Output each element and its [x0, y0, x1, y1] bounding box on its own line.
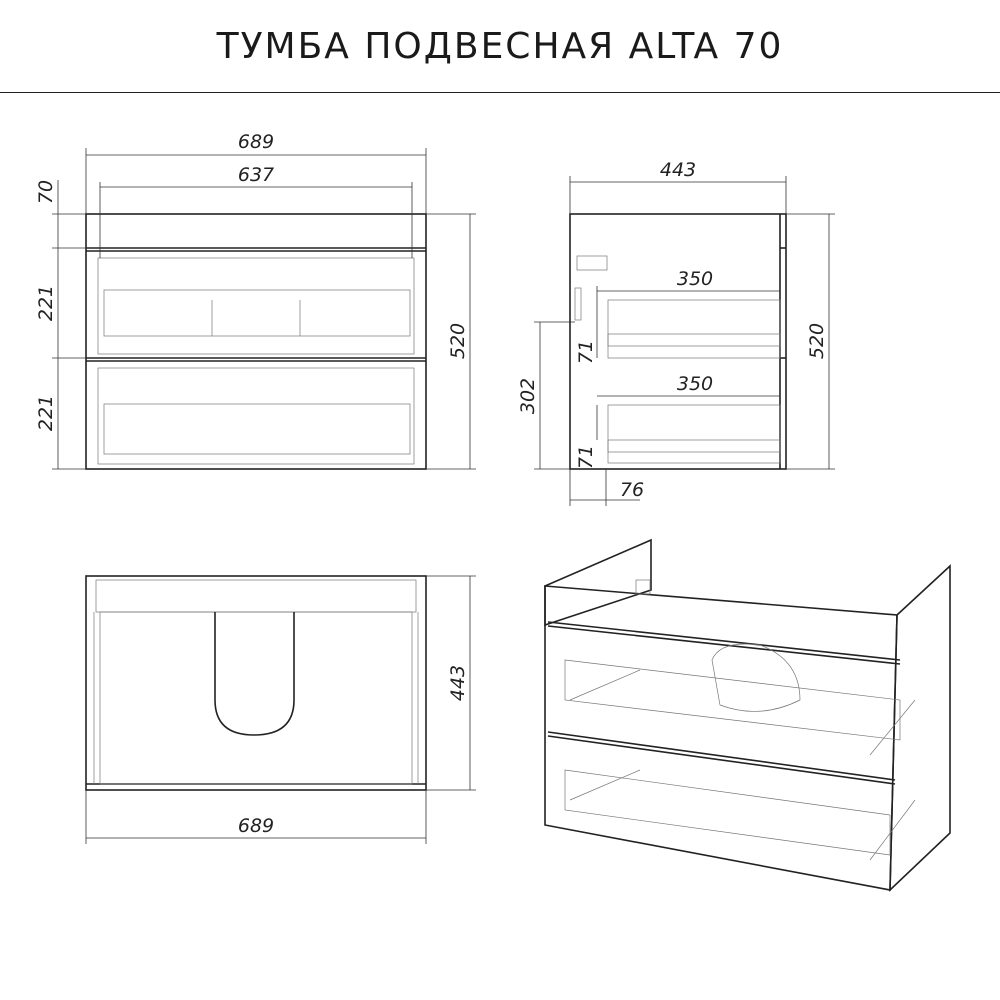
- dim-top-width: 689: [238, 815, 274, 837]
- dim-width-inner: 637: [238, 164, 274, 186]
- dim-back-offset: 76: [620, 479, 644, 501]
- page-title: ТУМБА ПОДВЕСНАЯ ALTA 70: [216, 26, 784, 67]
- top-view: 443 689: [85, 575, 476, 844]
- dim-drawer1-height: 221: [35, 285, 57, 321]
- dim-mount-height: 302: [517, 378, 539, 414]
- dim-drawer2-height: 221: [35, 395, 57, 431]
- title-divider: [0, 92, 1000, 93]
- dim-width-total: 689: [238, 131, 274, 153]
- dim-height-total: 520: [447, 323, 469, 359]
- dim-drawer2-depth: 350: [677, 373, 713, 395]
- dim-top-depth: 443: [447, 665, 469, 701]
- side-view: 443 350 350 71 71 302 520 76: [517, 159, 835, 506]
- dim-depth: 443: [660, 159, 696, 181]
- dim-drawer1-offset: 71: [575, 340, 597, 364]
- dim-drawer2-offset: 71: [575, 445, 597, 469]
- dim-top-height: 70: [35, 180, 57, 204]
- dim-side-height: 520: [806, 323, 828, 359]
- front-view: 689 637 70 221 221 520: [35, 131, 476, 470]
- dim-drawer1-depth: 350: [677, 268, 713, 290]
- isometric-view: [544, 538, 951, 892]
